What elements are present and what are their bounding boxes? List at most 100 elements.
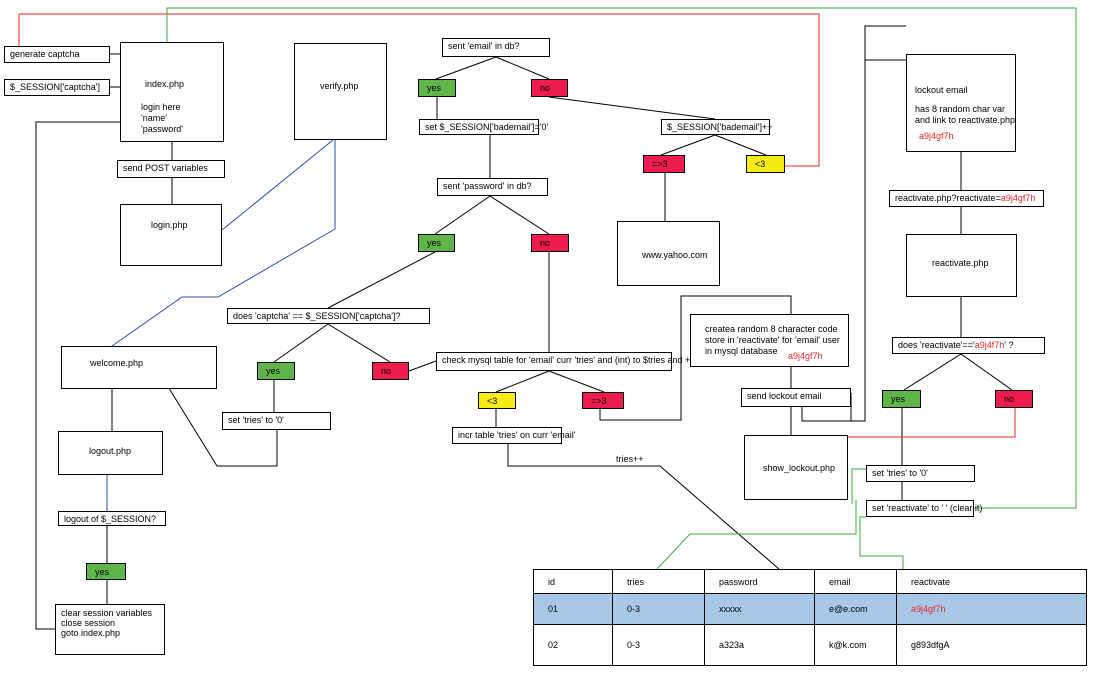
clear-session-line2: close session [61,618,116,628]
logout-php-box: logout.php [58,431,163,475]
generate-captcha-box: generate captcha [4,46,110,63]
table-cell: e@e.com [814,593,897,625]
reactivate-yes-badge: yes [882,390,921,408]
table-cell: 02 [533,624,613,666]
login-php-box: login.php [120,204,222,266]
index-php-title: index.php [145,79,185,89]
tries-ge3-label: =>3 [591,396,607,406]
password-yes-label: yes [427,238,442,248]
set-reactivate-label: set 'reactivate' to ' ' (clear it) [872,503,983,513]
email-no-label: no [540,83,551,93]
password-yes-badge: yes [418,234,455,252]
table-cell: 0-3 [612,593,705,625]
incr-tries-box: incr table 'tries' on curr 'email' [452,427,575,444]
clear-session-line1: clear session variables [61,608,153,618]
index-php-box: index.php login here 'name' 'password' [120,42,224,142]
session-captcha-label: $_SESSION['captcha'] [10,82,100,92]
table-header-cell: id [533,569,613,594]
table-row: 01 0-3 xxxxx e@e.com a9j4gf7h [533,593,1087,625]
password-no-badge: no [531,234,569,252]
table-cell: k@k.com [814,624,897,666]
set-tries-zero-label: set 'tries' to '0' [872,468,928,478]
email-yes-label: yes [427,83,442,93]
bademail-lt3-badge: <3 [746,155,785,173]
lockout-email-box: lockout email has 8 random char var and … [906,54,1016,152]
reactivate-question-suffix: ' ? [1004,340,1014,350]
captcha-no-label: no [381,366,392,376]
send-post-label: send POST variables [123,163,208,173]
email-no-badge: no [531,79,568,97]
create-code-line3: in mysql database [705,346,778,356]
password-no-label: no [540,238,551,248]
welcome-php-label: welcome.php [90,358,144,368]
lockout-email-code: a9j4gf7h [919,131,954,141]
send-post-box: send POST variables [117,160,225,178]
password-question-box: sent 'password' in db? [437,178,548,196]
table-header-row: id tries password email reactivate [533,569,1087,594]
index-password-field: 'password' [141,124,183,134]
reactivate-question-code: a9j4f7h [974,340,1005,350]
table-cell: 0-3 [612,624,705,666]
captcha-yes-label: yes [266,366,281,376]
table-cell: xxxxx [704,593,815,625]
clear-session-line3: goto index.php [61,628,121,638]
show-lockout-box: show_lockout.php [744,435,848,500]
tries-lt3-label: <3 [487,396,498,406]
table-cell: 01 [533,593,613,625]
show-lockout-label: show_lockout.php [763,463,836,473]
welcome-php-box: welcome.php [61,346,217,389]
send-lockout-label: send lockout email [747,391,822,401]
reactivate-php-box: reactivate.php [906,234,1017,297]
users-table: id tries password email reactivate 01 0-… [533,569,1087,666]
set-tries-zero-box: set 'tries' to '0' [866,465,975,482]
logout-session-question-box: logout of $_SESSION? [58,511,166,526]
login-php-label: login.php [151,220,188,230]
index-name-field: 'name' [141,113,167,123]
yahoo-box: www.yahoo.com [617,221,720,286]
reactivate-php-label: reactivate.php [932,258,989,268]
send-lockout-box: send lockout email [741,388,851,407]
bademail-ge3-badge: =>3 [643,155,685,173]
verify-php-box: verify.php [294,43,387,140]
reactivate-link-box: reactivate.php?reactivate=a9j4gf7h [889,190,1044,207]
generate-captcha-label: generate captcha [10,49,80,59]
create-code-box: createa random 8 character code store in… [690,314,849,367]
create-code-value: a9j4gf7h [788,351,823,361]
email-question-box: sent 'email' in db? [442,38,550,57]
check-mysql-box: check mysql table for 'email' curr 'trie… [436,352,695,371]
index-login-here: login here [141,102,181,112]
lockout-email-line2: has 8 random char var [915,104,1006,114]
bademail-ge3-label: =>3 [652,159,668,169]
reactivate-no-badge: no [995,390,1033,408]
logout-session-question-label: logout of $_SESSION? [64,514,157,524]
table-header-cell: reactivate [896,569,1087,594]
create-code-line1: createa random 8 character code [705,324,838,334]
email-question-label: sent 'email' in db? [448,41,520,51]
session-captcha-box: $_SESSION['captcha'] [4,79,110,96]
table-row: 02 0-3 a323a k@k.com g893dfgA [533,624,1087,666]
check-mysql-label: check mysql table for 'email' curr 'trie… [442,355,696,365]
table-header-cell: email [814,569,897,594]
set-reactivate-box: set 'reactivate' to ' ' (clear it) [866,500,982,517]
logout-yes-badge: yes [86,563,126,580]
create-code-line2: store in 'reactivate' for 'email' user [705,335,840,345]
incr-tries-label: incr table 'tries' on curr 'email' [458,430,576,440]
reactivate-yes-label: yes [891,394,906,404]
tries-lt3-badge: <3 [478,392,516,409]
table-cell: a9j4gf7h [896,593,1087,625]
set-tries-box: set 'tries' to '0' [222,412,331,430]
clear-session-box: clear session variables close session go… [55,604,165,655]
verify-php-label: verify.php [320,81,359,91]
captcha-no-badge: no [372,362,409,380]
captcha-question-box: does 'captcha' == $_SESSION['captcha']? [227,308,430,324]
password-question-label: sent 'password' in db? [443,181,532,191]
reactivate-no-label: no [1004,394,1015,404]
set-tries-label: set 'tries' to '0' [228,415,284,425]
reactivate-question-prefix: does 'reactivate'==' [898,340,975,350]
table-header-cell: password [704,569,815,594]
reactivate-link-code: a9j4gf7h [1000,193,1036,203]
yahoo-label: www.yahoo.com [642,250,708,260]
bademail-increment-box: $_SESSION['bademail']++ [661,119,773,135]
table-cell: g893dfgA [896,624,1087,666]
set-bademail-label: set $_SESSION['bademail']='0' [425,122,549,132]
